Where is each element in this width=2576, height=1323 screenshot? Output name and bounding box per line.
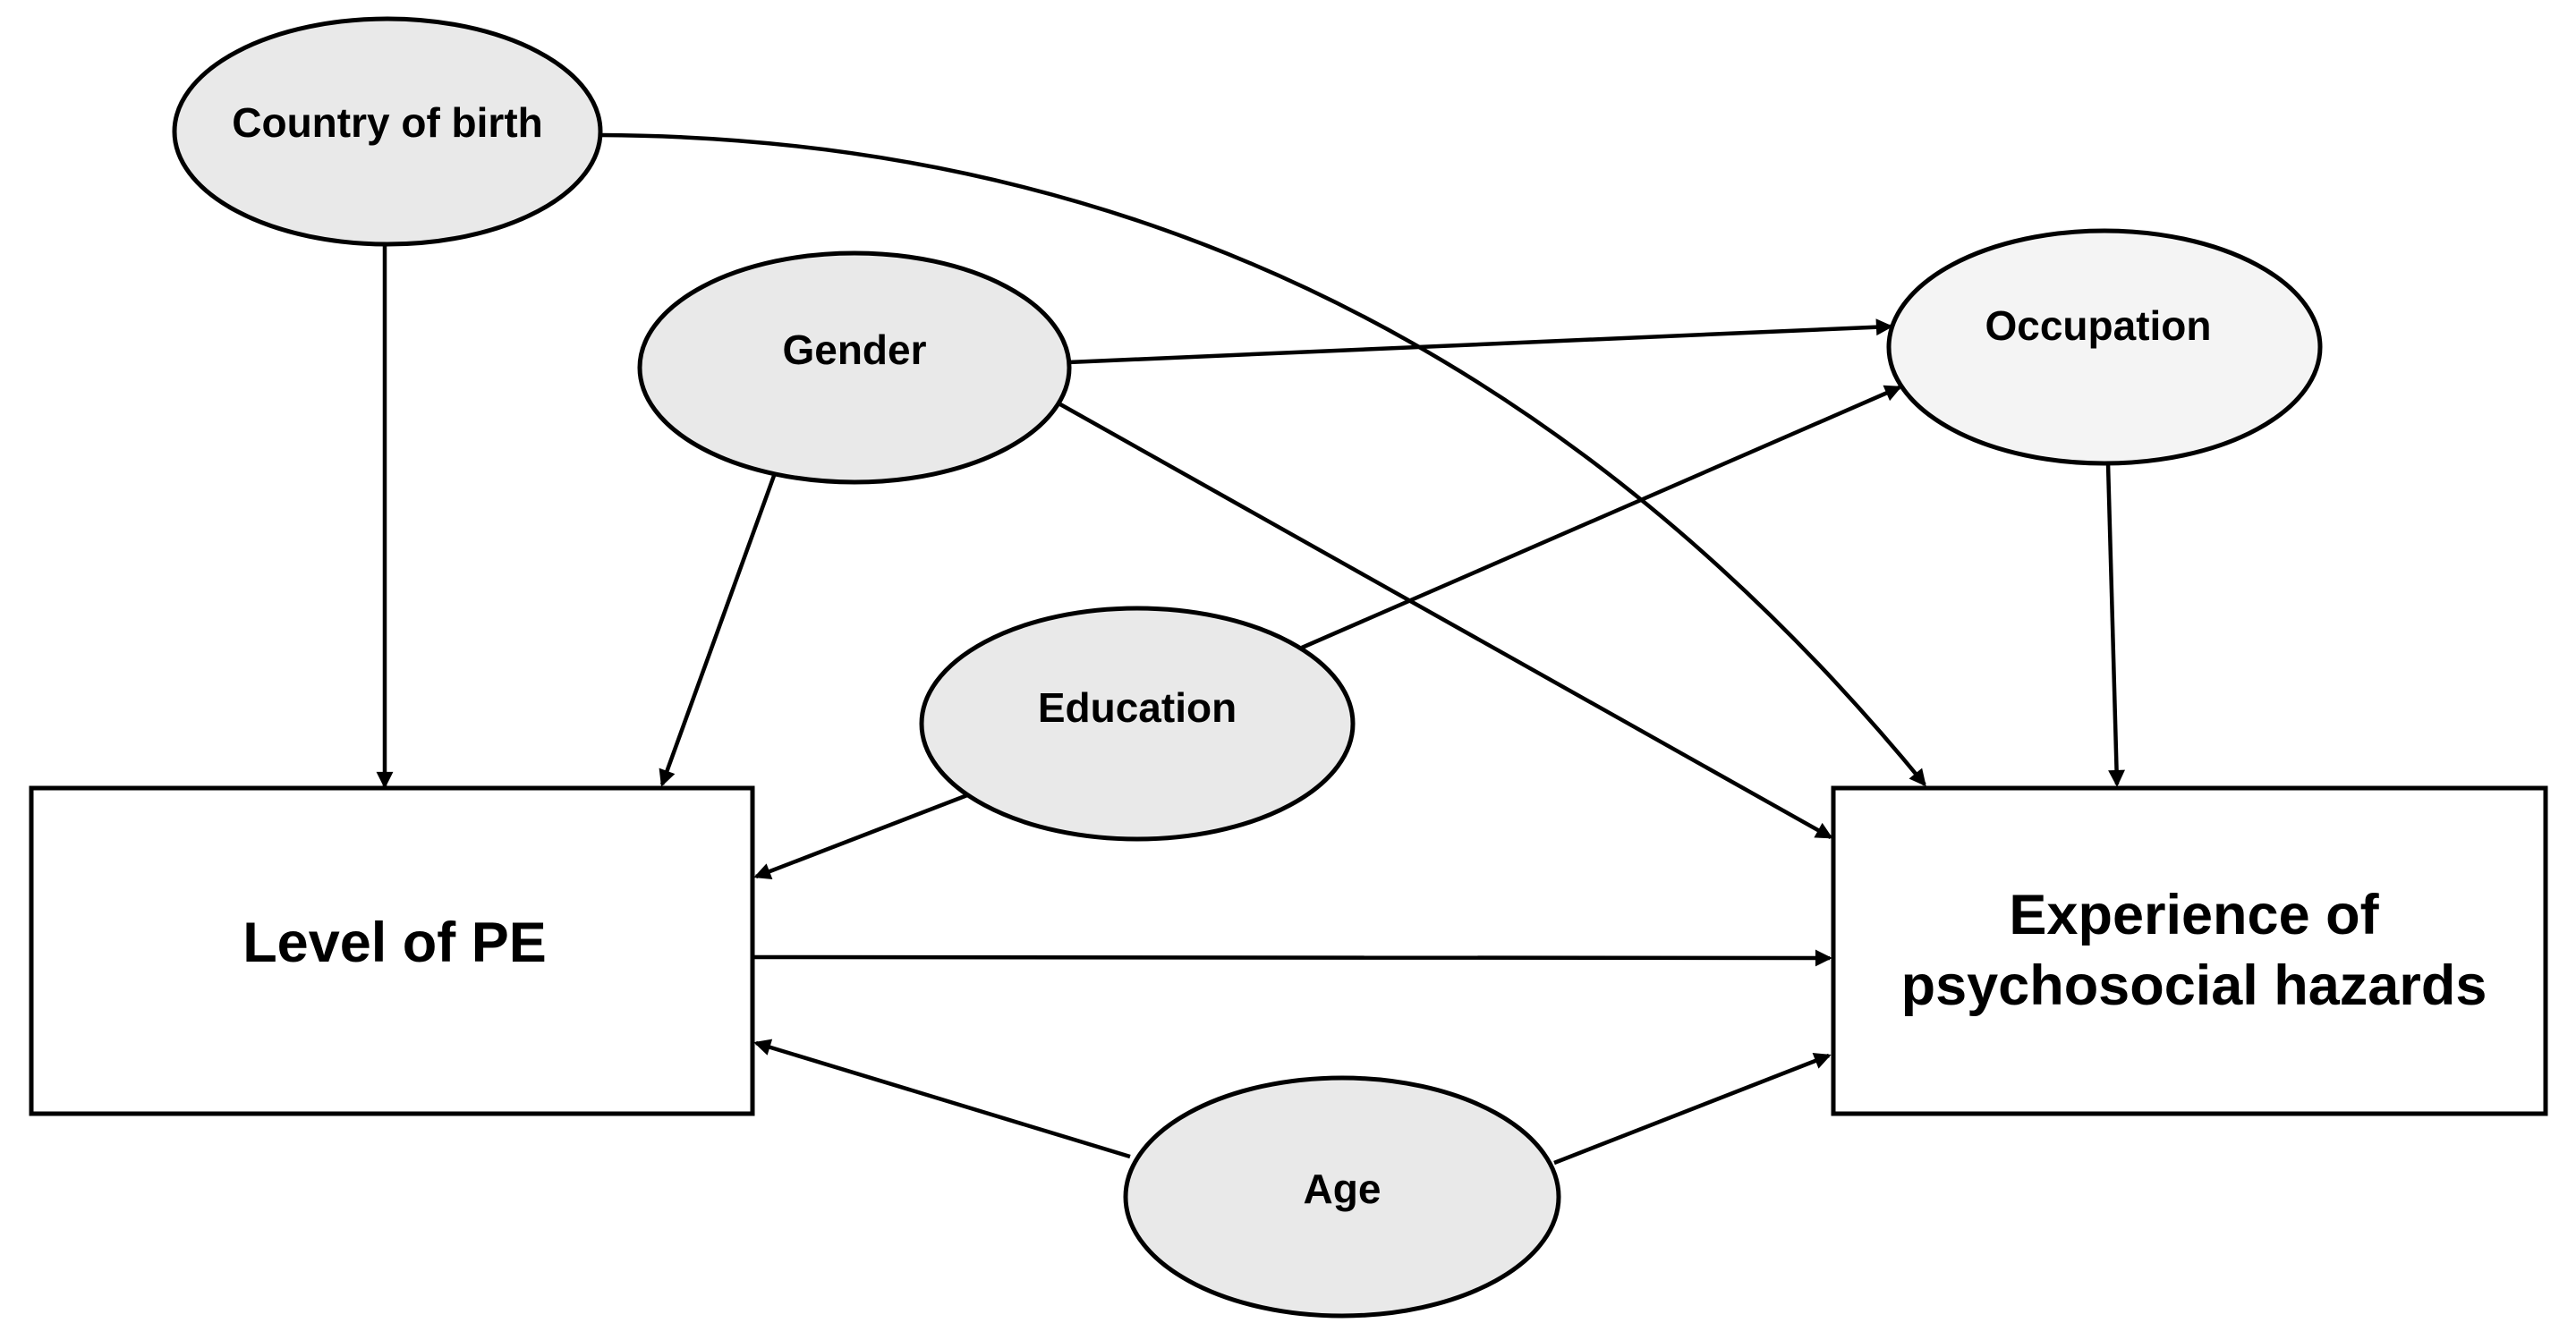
label-experience-line1: Experience of [2009,884,2379,946]
edge-age-to-experience [1553,1053,1832,1166]
label-experience-line2: psychosocial hazards [1901,954,2487,1017]
edge-gender-to-level-of-pe [659,472,778,787]
node-occupation [1886,228,2323,466]
label-education: Education [1038,684,1237,731]
node-experience-of-psychosocial-hazards [1831,785,2548,1116]
node-education [919,606,1356,842]
edge-gender-to-experience [1058,403,1833,839]
label-country-of-birth: Country of birth [232,99,543,146]
edge-country-of-birth-to-experience [599,132,1926,787]
label-gender: Gender [782,327,926,373]
edge-education-to-occupation [1301,385,1902,650]
edge-education-to-level-of-pe [753,793,968,880]
node-gender [637,250,1072,485]
edge-level-of-pe-to-experience [752,949,1832,967]
edge-age-to-level-of-pe [753,1039,1131,1159]
label-occupation: Occupation [1985,302,2211,349]
edge-gender-to-occupation [1067,318,1893,365]
node-country-of-birth [172,16,603,247]
node-age [1123,1075,1561,1319]
edge-occupation-to-experience [2105,462,2125,787]
label-level-of-pe: Level of PE [242,912,547,974]
label-age: Age [1304,1166,1382,1212]
node-level-of-pe [29,785,755,1116]
